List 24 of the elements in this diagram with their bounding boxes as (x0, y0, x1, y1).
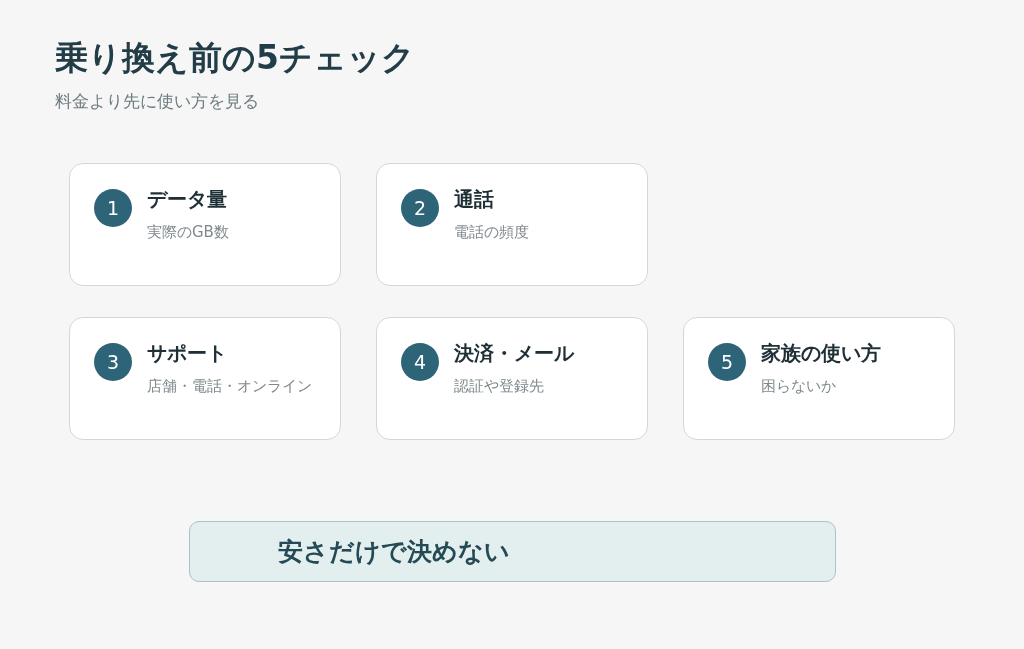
card-heading: サポート (147, 340, 227, 366)
number-circle: 2 (401, 189, 439, 227)
number-circle: 1 (94, 189, 132, 227)
card-description: 電話の頻度 (454, 223, 529, 243)
number-circle: 3 (94, 343, 132, 381)
banner-text: 安さだけで決めない (278, 537, 510, 567)
card-description: 実際のGB数 (147, 223, 229, 243)
subtitle: 料金より先に使い方を見る (55, 91, 259, 112)
banner-box (189, 521, 836, 582)
check-card (69, 317, 341, 440)
page-title: 乗り換え前の5チェック (55, 38, 415, 78)
card-heading: データ量 (147, 186, 227, 212)
card-heading: 通話 (454, 186, 494, 212)
card-description: 困らないか (761, 377, 836, 397)
number-circle: 5 (708, 343, 746, 381)
check-card (376, 317, 648, 440)
number-circle: 4 (401, 343, 439, 381)
card-description: 店舗・電話・オンライン (147, 377, 312, 397)
card-heading: 決済・メール (454, 340, 574, 366)
check-card (683, 317, 955, 440)
card-heading: 家族の使い方 (761, 340, 881, 366)
check-card (376, 163, 648, 286)
card-description: 認証や登録先 (454, 377, 544, 397)
check-card (69, 163, 341, 286)
